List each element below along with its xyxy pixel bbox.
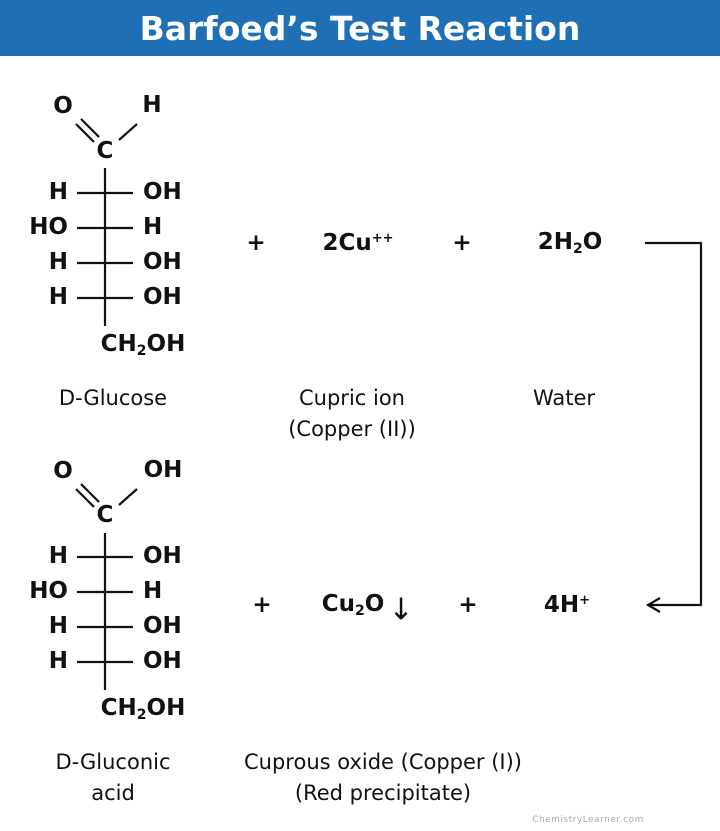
gluconic-label: D-Gluconic (55, 750, 171, 774)
cupric-formula: 2Cu++ (322, 230, 393, 256)
right-group: OH (143, 543, 182, 569)
superscript: + (579, 593, 591, 608)
left-group: HO (29, 214, 68, 240)
right-group: OH (143, 648, 182, 674)
subscript: 2 (354, 603, 365, 619)
formula-part: Cu (321, 591, 355, 617)
left-group: HO (29, 578, 68, 604)
formula-part: CH (100, 331, 137, 357)
formula-part: 2H (537, 229, 573, 255)
ch2oh-group: CH2OH (101, 331, 186, 359)
carbon-atom: C (96, 502, 114, 528)
plus-sign: + (246, 230, 266, 256)
plus-sign: + (252, 592, 272, 618)
hydrogen-atom: H (142, 92, 162, 118)
left-group: H (48, 179, 68, 205)
right-group: OH (143, 613, 182, 639)
cuprous-formula: Cu2O (322, 591, 385, 619)
left-group: H (48, 543, 68, 569)
right-group: OH (143, 249, 182, 275)
right-group: OH (143, 179, 182, 205)
oxygen-atom: O (53, 458, 73, 484)
left-group: H (48, 249, 68, 275)
right-group: OH (143, 284, 182, 310)
superscript: ++ (371, 231, 394, 246)
water-formula: 2H2O (538, 229, 603, 257)
hydrogen-ion-formula: 4H+ (544, 592, 590, 618)
single-bond-line (118, 123, 138, 141)
watermark: ChemistryLearner.com (532, 815, 644, 825)
gluconic-label-2: acid (91, 781, 135, 805)
formula-part: OH (146, 331, 186, 357)
subscript: 2 (136, 707, 147, 723)
reaction-arrow (645, 241, 703, 607)
plus-sign: + (458, 592, 478, 618)
title: Barfoed’s Test Reaction (139, 8, 581, 48)
left-group: H (48, 284, 68, 310)
ch2oh-group: CH2OH (101, 695, 186, 723)
formula-part: CH (100, 695, 137, 721)
cupric-label: Cupric ion (299, 386, 405, 410)
subscript: 2 (136, 343, 147, 359)
glucose-label: D-Glucose (58, 386, 168, 410)
carbon-atom: C (96, 138, 114, 164)
formula-part: O (582, 229, 603, 255)
formula-part: 4H (543, 592, 580, 618)
right-group: H (143, 214, 163, 240)
cupric-label-2: (Copper (II)) (288, 417, 416, 441)
formula-part: OH (146, 695, 186, 721)
plus-sign: + (452, 230, 472, 256)
cuprous-label: Cuprous oxide (Copper (I)) (243, 750, 523, 774)
water-label: Water (532, 386, 596, 410)
header-banner: Barfoed’s Test Reaction (0, 0, 720, 56)
oxygen-atom: O (53, 93, 73, 119)
cuprous-label-2: (Red precipitate) (294, 781, 472, 805)
hydroxyl-group: OH (143, 457, 183, 483)
left-group: H (48, 648, 68, 674)
double-bond-line (75, 123, 95, 143)
formula-part: 2Cu (322, 230, 372, 256)
left-group: H (48, 613, 68, 639)
formula-part: O (364, 591, 385, 617)
arrowhead (645, 597, 661, 613)
double-bond-line (80, 118, 100, 138)
precipitate-arrow-icon: ↓ (388, 592, 414, 628)
right-group: H (143, 578, 163, 604)
subscript: 2 (572, 241, 583, 257)
